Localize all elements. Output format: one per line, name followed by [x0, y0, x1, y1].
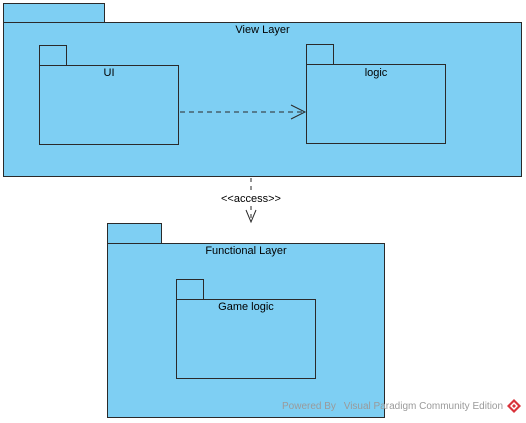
dependency-ui-to-logic[interactable] — [180, 104, 307, 120]
game-logic-package[interactable]: Game logic — [176, 299, 316, 379]
ui-package[interactable]: UI — [39, 65, 179, 145]
dependency-view-to-functional[interactable] — [245, 178, 257, 224]
ui-package-name: UI — [103, 67, 115, 79]
visual-paradigm-logo-icon — [507, 399, 521, 413]
view-layer-package-name: View Layer — [235, 24, 290, 36]
access-stereotype-label: <<access>> — [221, 193, 281, 205]
watermark-prefix: Powered By — [282, 401, 336, 412]
logic-package-name: logic — [364, 67, 388, 79]
powered-by-watermark: Powered By Visual Paradigm Community Edi… — [282, 401, 503, 413]
watermark-brand: Visual Paradigm Community Edition — [343, 401, 504, 412]
functional-layer-package-name: Functional Layer — [205, 245, 287, 257]
logic-package[interactable]: logic — [306, 64, 446, 144]
game-logic-package-name: Game logic — [218, 301, 274, 313]
